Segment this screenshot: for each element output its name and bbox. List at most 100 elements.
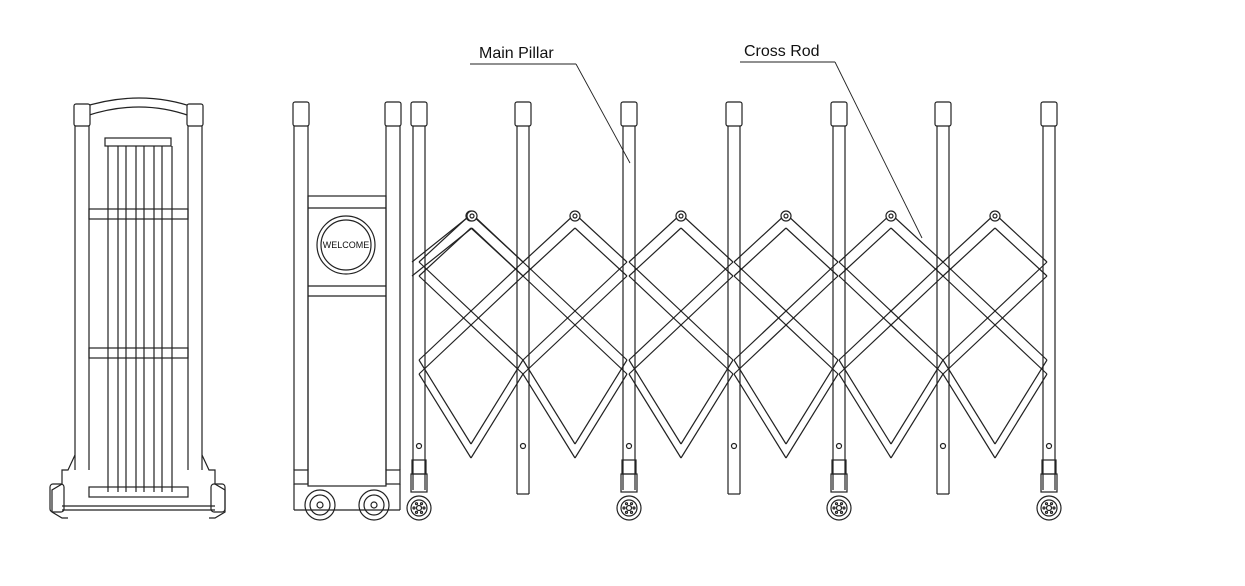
cross-rod — [785, 227, 839, 277]
cross-rod — [418, 275, 524, 375]
cross-rod — [522, 227, 576, 277]
wheel-bolt — [1049, 502, 1054, 506]
cross-rod — [838, 359, 892, 445]
hinge-pin — [989, 210, 1001, 222]
cross-rod — [471, 213, 524, 263]
cross-rod — [890, 359, 944, 445]
cross-rod — [942, 359, 996, 445]
pillar-cap — [514, 101, 532, 127]
wheel-outer — [826, 495, 852, 521]
wheel-bolt — [1052, 506, 1056, 510]
hinge-pin — [675, 210, 687, 222]
cross-rod — [838, 213, 892, 263]
wheel-bolt — [422, 506, 426, 510]
main-pillar-label: Main Pillar — [479, 45, 554, 62]
cross-rod — [942, 227, 996, 277]
wheel-bolt — [629, 502, 634, 506]
cross-rod — [994, 359, 1048, 445]
welcome-sign-ring-outer — [316, 215, 376, 275]
cross-rod — [574, 373, 628, 459]
cross-rod — [733, 213, 787, 263]
cross-rod — [994, 213, 1048, 263]
cross-rod — [628, 227, 682, 277]
wheel-inner — [410, 499, 428, 517]
cross-rod — [418, 359, 472, 445]
cross-rod-leader-line — [834, 61, 923, 239]
pillar-cap — [934, 101, 952, 127]
hinge-pin-center — [783, 213, 789, 219]
caster-wheel — [826, 473, 852, 521]
pillar-pivot — [625, 442, 633, 450]
pillar-collar — [621, 459, 637, 475]
cross-rod — [942, 261, 1048, 361]
wheel-fork — [410, 473, 428, 493]
main-pillar — [620, 101, 638, 490]
hinge-pin — [569, 210, 581, 222]
cross-rod — [628, 213, 682, 263]
cross-rod — [522, 261, 628, 361]
cross-rod — [418, 261, 524, 361]
hinge-pin-center — [572, 213, 578, 219]
wheel-bolt — [419, 510, 424, 514]
wheel-bolt — [834, 502, 839, 506]
cross-rod — [994, 373, 1048, 459]
wheel-fork — [830, 473, 848, 493]
cross-rod — [890, 213, 944, 263]
cross-rod — [785, 359, 839, 445]
cross-rod — [628, 261, 734, 361]
wheel-bolt — [1044, 502, 1049, 506]
cross-rod — [574, 227, 628, 277]
wheel-bolt — [419, 502, 424, 506]
head-unit: WELCOME — [292, 101, 402, 521]
cross-rod — [994, 227, 1048, 277]
pillar-collar — [411, 459, 427, 475]
cross-rod — [628, 359, 682, 445]
wheel-hub — [415, 504, 423, 512]
wheel-outer — [1036, 495, 1062, 521]
wheel-bolt — [839, 510, 844, 514]
cross-rod — [733, 227, 787, 277]
cross-rod — [838, 275, 944, 375]
main-pillar — [934, 101, 952, 495]
cross-rod — [942, 373, 996, 459]
hinge-pin-center — [469, 213, 475, 219]
pillar-pivot — [939, 442, 947, 450]
hinge-pin — [780, 210, 792, 222]
wheel-inner — [830, 499, 848, 517]
main-pillar — [830, 101, 848, 490]
cross-rod — [411, 213, 473, 263]
wheel-bolt — [1049, 510, 1054, 514]
pillar-collar — [831, 459, 847, 475]
pillar-pivot — [835, 442, 843, 450]
cross-rod — [733, 275, 839, 375]
cross-rod — [890, 227, 944, 277]
cross-rod — [680, 227, 734, 277]
wheel-hub — [625, 504, 633, 512]
wheel-bolt — [414, 502, 419, 506]
hinge-pin-center — [678, 213, 684, 219]
cross-rod — [785, 213, 839, 263]
wheel-bolt — [1042, 506, 1046, 510]
cross-rod — [785, 373, 839, 459]
cross-rod-lattice — [411, 210, 1048, 459]
caster-wheel — [1036, 473, 1062, 521]
cross-rod-label: Cross Rod — [744, 43, 820, 60]
hinge-pin-center — [992, 213, 998, 219]
pillar-cap — [410, 101, 428, 127]
wheel-bolt — [842, 506, 846, 510]
main-pillar — [514, 101, 532, 495]
pillar-cap — [620, 101, 638, 127]
main-pillar — [410, 101, 428, 490]
cross-rod — [522, 275, 628, 375]
welcome-sign-ring-inner — [320, 219, 372, 271]
cross-rod — [411, 227, 473, 277]
annotation-main-pillar: Main Pillar — [470, 45, 631, 164]
cross-rod — [522, 213, 576, 263]
pillar-pivot — [730, 442, 738, 450]
wheel-bolt — [629, 510, 634, 514]
caster-wheel — [616, 473, 642, 521]
wheel-bolt — [834, 510, 839, 514]
pillar-pivot — [519, 442, 527, 450]
welcome-sign-text: WELCOME — [323, 240, 370, 250]
wheel-bolt — [624, 502, 629, 506]
